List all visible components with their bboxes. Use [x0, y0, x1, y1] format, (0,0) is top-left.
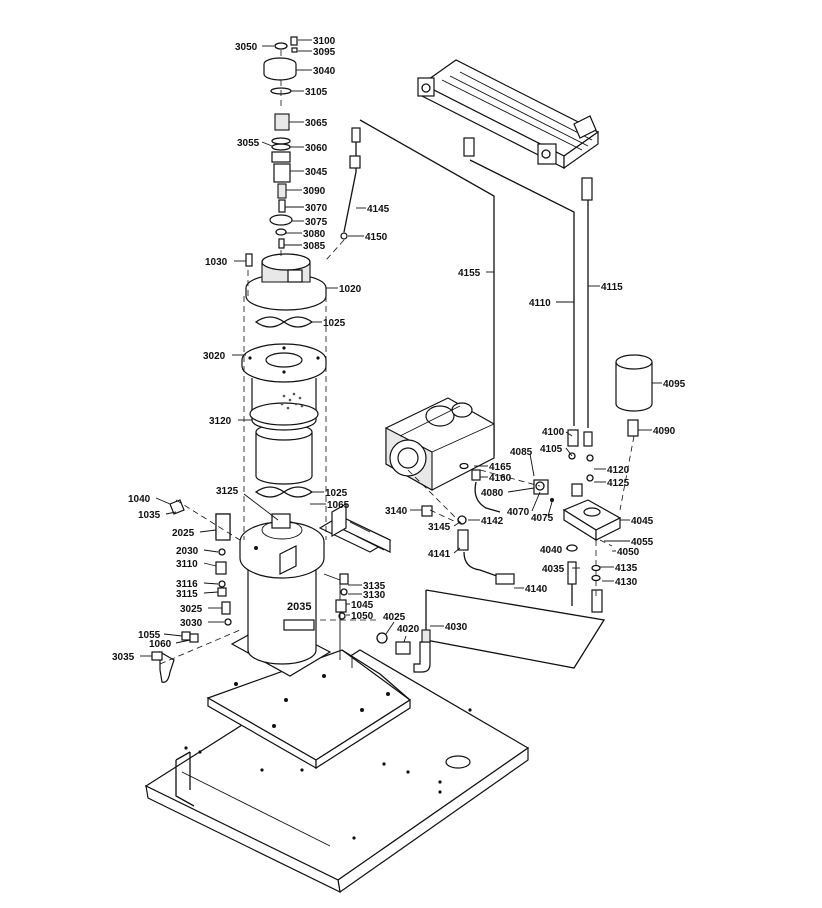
label-3090: 3090	[303, 186, 326, 197]
label-4040: 4040	[540, 545, 563, 556]
tank-cover	[245, 253, 327, 311]
label-2025: 2025	[172, 528, 195, 539]
label-4141: 4141	[428, 549, 451, 560]
thermal-valve	[533, 479, 554, 502]
label-3020: 3020	[203, 351, 226, 362]
leader-lines	[140, 39, 662, 657]
label-4035: 4035	[542, 564, 565, 575]
label-3025: 3025	[180, 604, 203, 615]
label-1045: 1045	[351, 600, 374, 611]
label-3055: 3055	[237, 138, 260, 149]
label-3120: 3120	[209, 416, 232, 427]
label-4160: 4160	[489, 473, 512, 484]
label-4110: 4110	[529, 298, 551, 309]
label-3125: 3125	[216, 486, 239, 497]
cooler-hoses	[359, 119, 606, 669]
label-4165: 4165	[489, 462, 512, 473]
label-2035: 2035	[287, 601, 311, 613]
oil-filter	[615, 354, 653, 437]
lower-hose-center	[457, 462, 515, 585]
label-3060: 3060	[305, 143, 328, 154]
label-3085: 3085	[303, 241, 326, 252]
label-1025-upper: 1025	[323, 318, 346, 329]
label-4020: 4020	[397, 624, 420, 635]
label-4140: 4140	[525, 584, 548, 595]
label-4050: 4050	[617, 547, 640, 558]
gasket-upper	[254, 316, 314, 328]
label-4120: 4120	[607, 465, 630, 476]
label-3040: 3040	[313, 66, 336, 77]
label-4095: 4095	[663, 379, 686, 390]
label-3145: 3145	[428, 522, 451, 533]
label-4075: 4075	[531, 513, 554, 524]
label-4100: 4100	[542, 427, 565, 438]
label-3110: 3110	[176, 559, 198, 570]
gasket-lower	[254, 486, 314, 498]
label-1025-lower: 1025	[325, 488, 348, 499]
label-3115: 3115	[176, 589, 198, 600]
label-3050: 3050	[235, 42, 258, 53]
base-frame	[144, 649, 530, 894]
label-3095: 3095	[313, 47, 336, 58]
label-1050: 1050	[351, 611, 374, 622]
label-4085: 4085	[510, 447, 533, 458]
label-4135: 4135	[615, 563, 638, 574]
label-4070: 4070	[507, 507, 530, 518]
label-4142: 4142	[481, 516, 504, 527]
label-4125: 4125	[607, 478, 630, 489]
label-4155: 4155	[458, 268, 481, 279]
label-4130: 4130	[615, 577, 638, 588]
label-3075: 3075	[305, 217, 328, 228]
label-3130: 3130	[363, 590, 386, 601]
label-3065: 3065	[305, 118, 328, 129]
label-4090: 4090	[653, 426, 676, 437]
label-3116: 3116	[176, 579, 198, 590]
label-1060: 1060	[149, 639, 172, 650]
label-4150: 4150	[365, 232, 388, 243]
label-4115: 4115	[601, 282, 623, 293]
label-1040: 1040	[128, 494, 151, 505]
label-1055: 1055	[138, 630, 161, 641]
scavenge-tube	[340, 127, 361, 240]
label-4055: 4055	[631, 537, 654, 548]
filter-head	[562, 429, 622, 542]
label-1020: 1020	[339, 284, 362, 295]
minimum-pressure-valve-stack	[263, 36, 298, 258]
label-4025: 4025	[383, 612, 406, 623]
label-3045: 3045	[305, 167, 328, 178]
alignment-lines	[159, 239, 635, 665]
label-4105: 4105	[540, 444, 563, 455]
oil-cooler	[417, 59, 600, 170]
label-4045: 4045	[631, 516, 654, 527]
compressor-airend	[385, 397, 495, 491]
label-3070: 3070	[305, 203, 328, 214]
lower-fittings-right	[566, 544, 603, 613]
label-4030: 4030	[445, 622, 468, 633]
part-labels: 3100 3050 3095 3040 3105 3065 3055 3060 …	[112, 36, 686, 663]
label-4080: 4080	[481, 488, 504, 499]
mounting-plate	[206, 649, 412, 770]
label-3100: 3100	[313, 36, 336, 47]
flange-plate	[241, 343, 327, 383]
label-3080: 3080	[303, 229, 326, 240]
label-1035: 1035	[138, 510, 161, 521]
receiver-tank	[230, 502, 392, 677]
separator-element	[249, 378, 319, 485]
label-3030: 3030	[180, 618, 203, 629]
label-1065: 1065	[327, 500, 350, 511]
label-3140: 3140	[385, 506, 408, 517]
label-3035: 3035	[112, 652, 135, 663]
label-3105: 3105	[305, 87, 328, 98]
label-4145: 4145	[367, 204, 390, 215]
label-1030: 1030	[205, 257, 228, 268]
label-3135: 3135	[363, 581, 386, 592]
label-2030: 2030	[176, 546, 199, 557]
elbow-fitting	[376, 629, 431, 673]
left-small-parts	[151, 253, 433, 683]
